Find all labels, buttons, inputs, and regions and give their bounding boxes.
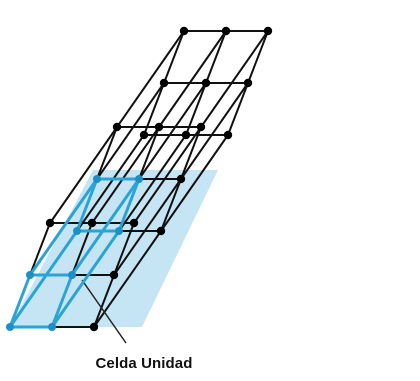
lattice-edge	[160, 178, 182, 232]
lattice-edge	[158, 30, 227, 128]
lattice-point	[89, 322, 99, 332]
lattice-edge	[138, 82, 207, 180]
unit-cell-edge	[117, 177, 141, 233]
lattice-edge	[29, 222, 51, 276]
lattice-edge	[160, 134, 229, 232]
unit-cell-point	[73, 227, 81, 235]
lattice-edge	[116, 30, 185, 128]
unit-cell-point	[93, 175, 101, 183]
lattice-edge	[96, 126, 118, 180]
lattice-edge	[93, 274, 115, 328]
lattice-point	[181, 130, 191, 140]
lattice-edge	[227, 82, 249, 136]
lattice-point	[243, 78, 253, 88]
lattice-edge	[247, 30, 269, 84]
unit-cell-edge	[50, 273, 74, 329]
unit-cell-edge	[70, 177, 141, 277]
lattice-edge	[113, 178, 182, 276]
lattice-point	[201, 78, 211, 88]
lattice-point	[154, 122, 164, 132]
unit-cell-points	[6, 175, 143, 331]
lattice-edge	[185, 82, 207, 136]
unit-cell-point	[26, 271, 34, 279]
unit-cell-point	[68, 271, 76, 279]
lattice-point	[129, 218, 139, 228]
lattice-edge	[91, 126, 160, 224]
lattice-edge	[96, 82, 165, 180]
lattice-point	[156, 226, 166, 236]
lattice-edge	[143, 82, 165, 136]
lattice-edge	[180, 82, 249, 180]
unit-cell-edge	[75, 177, 99, 233]
lattice-edge	[76, 134, 145, 232]
lattice-edge	[118, 134, 187, 232]
lattice-edge	[200, 30, 269, 128]
unit-cell-edge	[50, 229, 121, 329]
unit-cell-edges	[8, 177, 141, 329]
lattice-point	[179, 26, 189, 36]
lattice-point	[139, 130, 149, 140]
lattice-point	[176, 174, 186, 184]
unit-cell-point	[135, 175, 143, 183]
lattice-edge	[205, 30, 227, 84]
lattice-edge	[133, 126, 202, 224]
unit-cell-edge	[8, 273, 32, 329]
lattice-point	[263, 26, 273, 36]
lattice-point	[112, 122, 122, 132]
lattice-point	[221, 26, 231, 36]
unit-cell-edge	[8, 229, 79, 329]
lattice-point	[87, 218, 97, 228]
lattice-edge	[163, 30, 185, 84]
unit-cell-label: Celda Unidad	[95, 355, 193, 372]
lattice-point	[223, 130, 233, 140]
lattice-point	[159, 78, 169, 88]
unit-cell-edge	[28, 177, 99, 277]
lattice-point	[109, 270, 119, 280]
lattice-lines	[29, 30, 269, 328]
lattice-edge	[93, 230, 162, 328]
unit-cell-point	[48, 323, 56, 331]
leader-line	[81, 279, 127, 344]
unit-cell-point	[6, 323, 14, 331]
lattice-point	[45, 218, 55, 228]
lattice-point	[196, 122, 206, 132]
unit-cell-shading	[10, 170, 218, 327]
lattice-edge	[49, 126, 118, 224]
lattice-points	[45, 26, 273, 332]
unit-cell-point	[115, 227, 123, 235]
